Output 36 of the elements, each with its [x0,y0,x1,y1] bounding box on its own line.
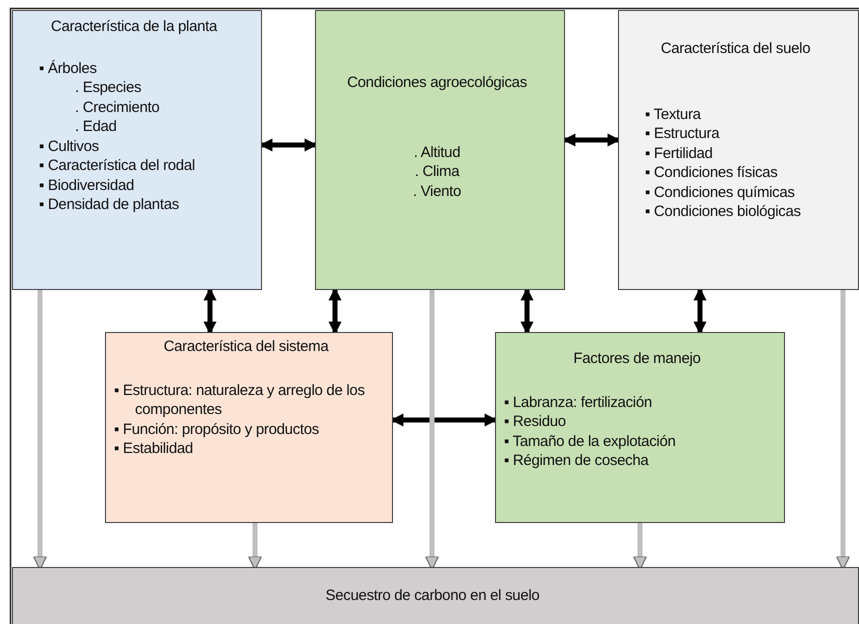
result-box [12,567,859,624]
box-heading: Característica del sistema [162,337,330,356]
list-item: . Viento [412,182,462,201]
list-item: ▪ Estructura: naturaleza y arreglo de los componentes [114,380,366,420]
category-box [495,332,785,523]
list-item: ▪ Fertilidad [645,144,714,163]
list-item: ▪ Residuo [504,412,567,432]
list-item: ▪ Tamaño de la explotación [504,432,677,451]
box-heading: Característica del suelo [660,39,812,58]
box-heading: Secuestro de carbono en el suelo [324,586,540,606]
box-heading: Característica de la planta [50,17,218,36]
box-heading: Condiciones agroecológicas [346,73,528,92]
list-item: . Altitud [412,142,462,162]
list-item: ▪ Condiciones físicas [645,163,778,182]
list-item: ▪ Biodiversidad [39,176,136,195]
list-item: ▪ Labranza: fertilización [504,392,653,412]
box-heading: Factores de manejo [572,349,702,368]
list-item: ▪ Textura [645,104,702,124]
list-item: . Especies [74,78,142,98]
list-item: ▪ Condiciones biológicas [645,202,802,222]
list-item: ▪ Cultivos [39,136,100,156]
list-item: ▪ Densidad de plantas [39,195,180,214]
list-item: . Crecimiento [74,98,160,117]
category-box [315,10,565,290]
list-item: ▪ Condiciones químicas [645,182,796,202]
list-item: . Clima [414,162,461,182]
list-item: ▪ Estabilidad [114,439,194,458]
list-item: ▪ Árboles [39,58,98,78]
list-item: ▪ Característica del rodal [39,156,196,176]
category-box [618,10,859,290]
list-item: ▪ Régimen de cosecha [504,451,650,470]
list-item: ▪ Función: propósito y productos [114,420,320,439]
category-box [12,10,262,290]
list-item: ▪ Estructura [645,124,721,144]
category-box [105,332,393,523]
list-item: . Edad [74,117,118,136]
